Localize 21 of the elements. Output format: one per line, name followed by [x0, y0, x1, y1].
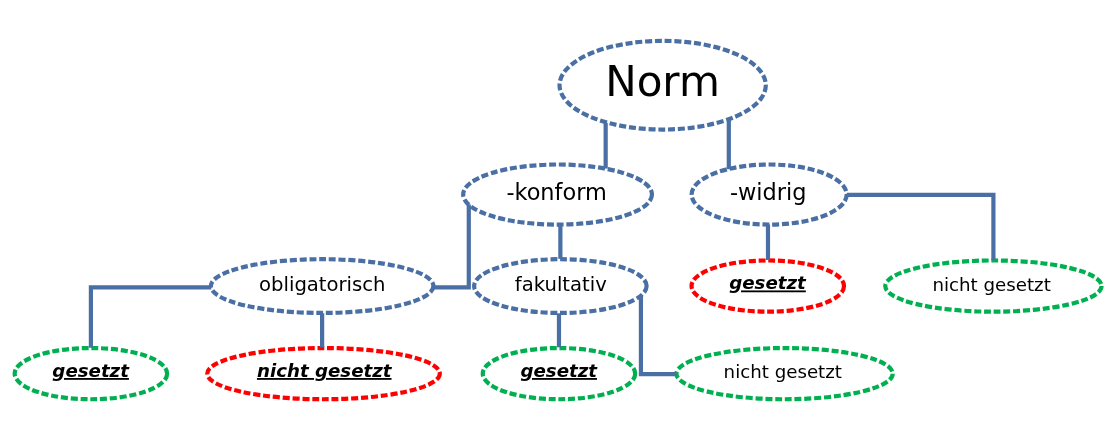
node-ellipse: gesetzt	[12, 345, 170, 401]
node-ellipse: nicht gesetzt	[205, 345, 442, 401]
node-ellipse: obligatorisch	[208, 256, 436, 315]
connector	[433, 203, 471, 289]
connector	[558, 224, 563, 259]
node-ellipse: gesetzt	[689, 257, 847, 314]
connector	[88, 284, 212, 348]
connector	[846, 192, 996, 260]
node-ellipse: -konform	[461, 161, 655, 227]
connector	[765, 224, 771, 260]
node-ellipse: gesetzt	[480, 345, 638, 401]
connector	[726, 119, 731, 169]
connector	[638, 295, 677, 376]
node-ellipse: nicht gesetzt	[883, 257, 1104, 314]
connector	[603, 122, 608, 169]
node-ellipse: fakultativ	[472, 256, 649, 315]
connector	[556, 312, 562, 347]
node-ellipse: nicht gesetzt	[674, 345, 895, 401]
node-ellipse: Norm	[557, 38, 768, 132]
node-ellipse: -widrig	[689, 161, 849, 227]
connector	[320, 312, 325, 347]
